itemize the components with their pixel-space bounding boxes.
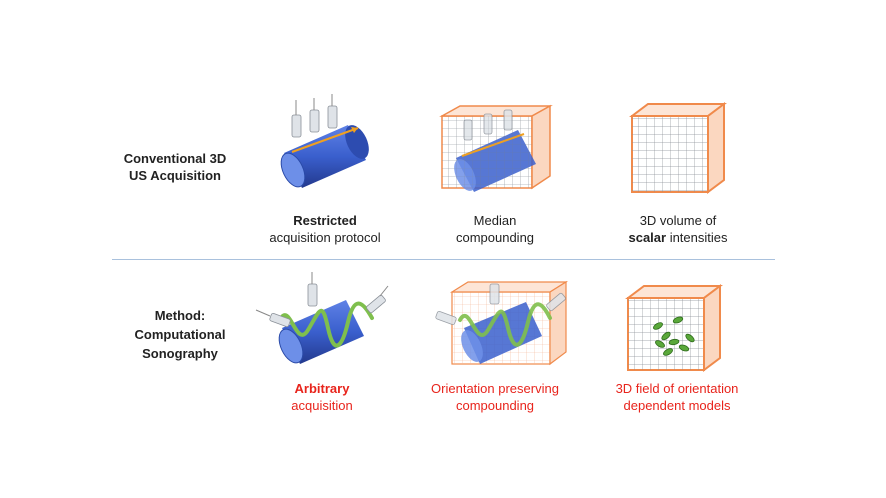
caption-scalar: 3D volume of scalar intensities (593, 212, 763, 246)
caption-median-line2: compounding (455, 230, 535, 245)
caption-scalar-bold: scalar (628, 230, 667, 245)
caption-orientation-line1: Orientation preserving (431, 381, 559, 396)
caption-arbitrary-bold: Arbitrary (294, 381, 350, 396)
caption-median-line1: Median (473, 213, 517, 228)
caption-orientation-models: 3D field of orientation dependent models (592, 380, 762, 414)
restricted-acquisition-figure (280, 94, 369, 188)
row1-label-line1: Conventional 3D (123, 151, 227, 166)
arbitrary-acquisition-figure (255, 272, 389, 364)
caption-restricted-line2: acquisition protocol (269, 230, 381, 245)
caption-median: Median compounding (410, 212, 580, 246)
caption-orientation-line2: compounding (455, 398, 535, 413)
caption-restricted-bold: Restricted (293, 213, 357, 228)
row2-label-line1: Method: (154, 308, 206, 323)
caption-models-line1: 3D field of orientation (615, 381, 739, 396)
caption-arbitrary-line2: acquisition (291, 398, 353, 413)
scalar-volume-figure (629, 102, 727, 194)
orientation-compounding-figure (435, 280, 569, 366)
row2-label-line3: Sonography (142, 346, 218, 361)
section-divider (112, 259, 775, 260)
caption-orientation-compounding: Orientation preserving compounding (410, 380, 580, 414)
row1-label-line2: US Acquisition (129, 168, 221, 183)
caption-models-line2: dependent models (623, 398, 731, 413)
row2-label: Method: Computational Sonography (120, 306, 240, 363)
caption-arbitrary: Arbitrary acquisition (237, 380, 407, 414)
caption-scalar-rest: intensities (666, 230, 728, 245)
caption-restricted: Restricted acquisition protocol (240, 212, 410, 246)
caption-scalar-line1: 3D volume of (639, 213, 717, 228)
median-compounding-figure (439, 104, 553, 192)
row1-label: Conventional 3D US Acquisition (105, 150, 245, 184)
orientation-models-figure (625, 284, 723, 372)
row2-label-line2: Computational (134, 327, 226, 342)
